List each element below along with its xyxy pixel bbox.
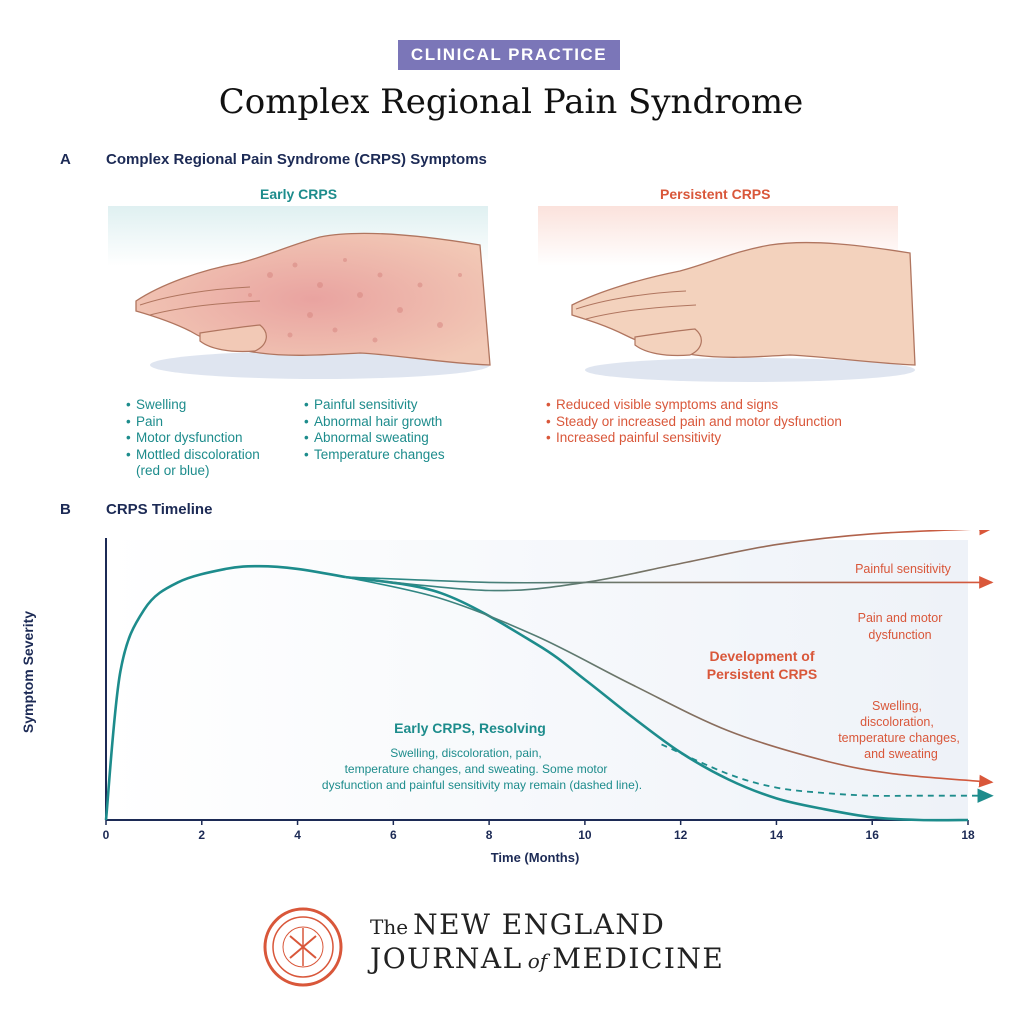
section-badge: CLINICAL PRACTICE	[398, 40, 620, 70]
annotation-swelling: Swelling,	[872, 699, 922, 713]
list-item: Motor dysfunction	[126, 430, 260, 447]
annotation-early-resolving-desc: temperature changes, and sweating. Some …	[345, 762, 608, 776]
annotation-pain-motor: dysfunction	[868, 628, 931, 642]
annotation-painful-sensitivity: Painful sensitivity	[855, 562, 952, 576]
list-item: Abnormal hair growth	[304, 414, 445, 431]
list-item: Steady or increased pain and motor dysfu…	[546, 414, 842, 431]
x-tick-label: 18	[961, 828, 975, 842]
list-item: Pain	[126, 414, 260, 431]
annotation-development-persistent: Development of	[709, 648, 814, 664]
early-crps-heading: Early CRPS	[260, 186, 338, 202]
logo-journal: JOURNAL	[370, 942, 523, 975]
annotation-early-resolving-title: Early CRPS, Resolving	[394, 720, 546, 736]
early-resolving-curve	[345, 575, 969, 822]
list-item: Mottled discoloration	[126, 447, 260, 464]
swelling-curve	[345, 576, 994, 788]
list-item-continuation: (red or blue)	[136, 463, 210, 478]
list-item: Increased painful sensitivity	[546, 430, 842, 447]
list-item: Abnormal sweating	[304, 430, 445, 447]
x-tick-label: 8	[486, 828, 493, 842]
x-tick-label: 16	[866, 828, 880, 842]
x-axis-label: Time (Months)	[490, 850, 580, 865]
nejm-seal-logo	[263, 907, 343, 987]
painful-sensitivity-curve	[345, 530, 994, 592]
page-title: Complex Regional Pain Syndrome	[218, 82, 804, 122]
shared-onset-curve	[104, 564, 346, 821]
journal-name-line1: The NEW ENGLAND	[370, 908, 665, 941]
annotation-early-resolving-desc: Swelling, discoloration, pain,	[390, 746, 541, 760]
x-tick-label: 2	[198, 828, 205, 842]
persistent-symptoms-list: Reduced visible symptoms and signs Stead…	[546, 397, 842, 447]
annotation-swelling: temperature changes,	[838, 731, 960, 745]
list-item: Swelling	[126, 397, 260, 414]
journal-name-line2: JOURNAL of MEDICINE	[370, 942, 724, 975]
logo-the: The	[370, 915, 409, 939]
pain-motor-curve	[345, 576, 994, 589]
annotation-pain-motor: Pain and motor	[858, 611, 943, 625]
y-axis-label: Symptom Severity	[20, 610, 36, 734]
list-item: Painful sensitivity	[304, 397, 445, 414]
x-tick-label: 6	[390, 828, 397, 842]
early-crps-hand-illustration	[135, 232, 491, 379]
persistent-crps-hand-illustration	[571, 241, 916, 382]
residual-dashed-curve	[661, 743, 994, 803]
x-tick-label: 12	[674, 828, 688, 842]
logo-medicine: MEDICINE	[552, 942, 725, 975]
persistent-crps-heading: Persistent CRPS	[660, 186, 771, 202]
logo-of: of	[527, 949, 548, 973]
section-b-letter: B	[60, 501, 71, 518]
annotation-development-persistent: Persistent CRPS	[707, 666, 817, 682]
annotation-early-resolving-desc: dysfunction and painful sensitivity may …	[322, 778, 642, 792]
annotation-swelling: and sweating	[864, 747, 938, 761]
list-item: Temperature changes	[304, 447, 445, 464]
x-tick-label: 4	[294, 828, 301, 842]
x-tick-label: 0	[103, 828, 110, 842]
plot-area	[106, 540, 968, 820]
annotation-swelling: discoloration,	[860, 715, 934, 729]
section-a-title: Complex Regional Pain Syndrome (CRPS) Sy…	[106, 151, 487, 168]
crps-timeline-chart: 0 2 4 6 8 10 12 14 16 18 Painful sensitivityPain …	[103, 530, 994, 842]
early-symptoms-list-2: Painful sensitivity Abnormal hair growth…	[304, 397, 445, 463]
section-a-letter: A	[60, 151, 71, 168]
section-b-title: CRPS Timeline	[106, 501, 213, 518]
x-tick-label: 10	[578, 828, 592, 842]
list-item: Reduced visible symptoms and signs	[546, 397, 842, 414]
early-symptoms-list-1: Swelling Pain Motor dysfunction Mottled …	[126, 397, 260, 463]
x-tick-label: 14	[770, 828, 784, 842]
logo-new-england: NEW ENGLAND	[413, 908, 666, 941]
